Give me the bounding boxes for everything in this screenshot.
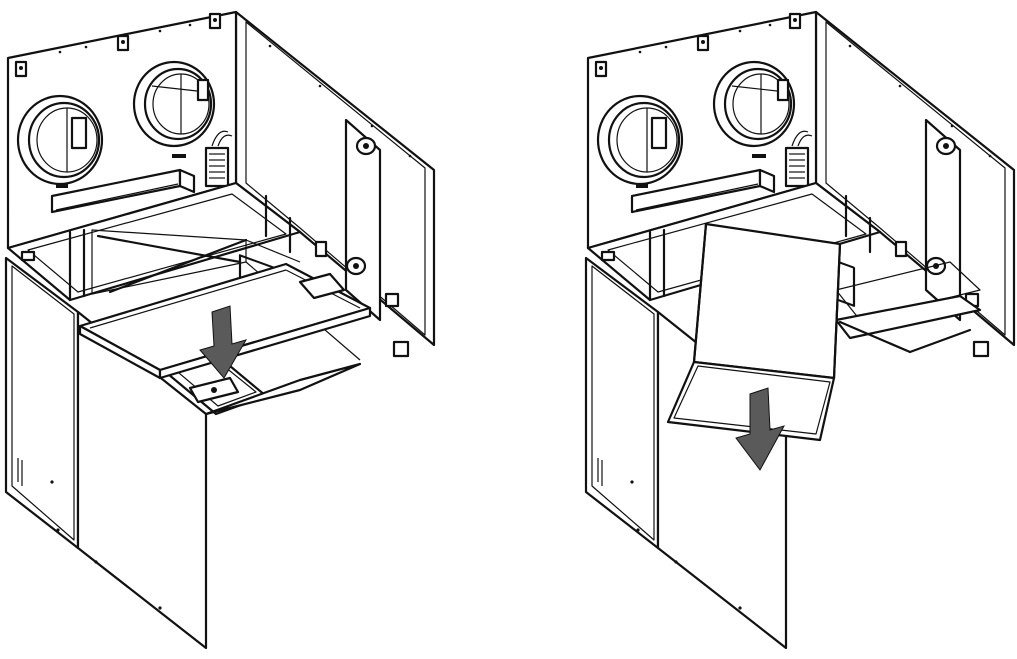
filter-handle [188, 376, 240, 404]
down-arrow-icon-right [735, 387, 786, 471]
down-arrow-icon [199, 305, 248, 379]
internal-frame-right [834, 261, 982, 354]
panel-exchanger-removal [584, 10, 1016, 650]
panel-filter-removal [4, 10, 436, 650]
door-edge [204, 362, 362, 416]
